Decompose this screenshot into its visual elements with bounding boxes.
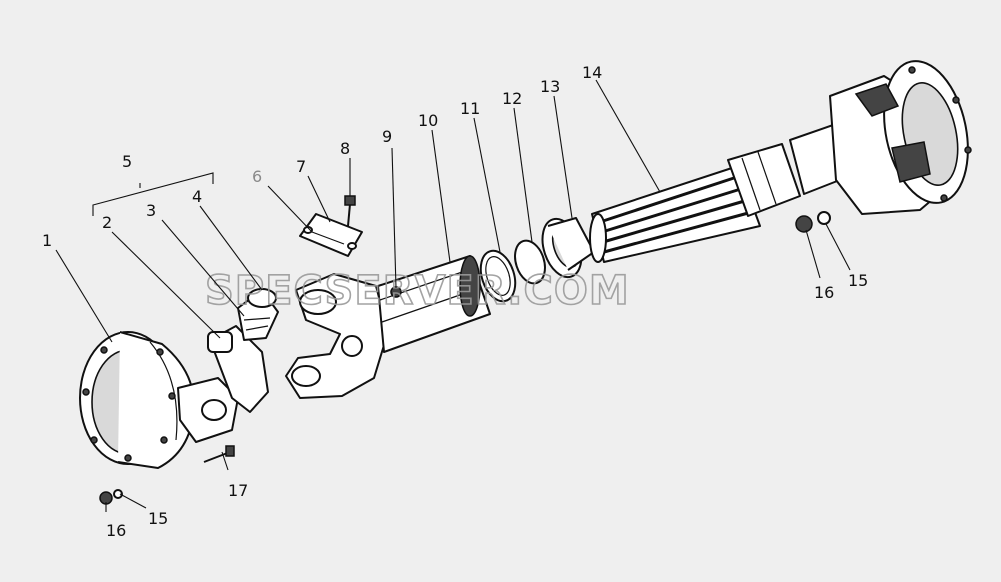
part-9-yoke — [285, 273, 389, 399]
part-right-yoke-flange — [829, 60, 972, 215]
callout-9: 9 — [382, 127, 392, 146]
watermark-text: SPECSERVER.COM — [205, 268, 630, 314]
callout-10: 10 — [418, 111, 438, 130]
callout-8: 8 — [340, 139, 350, 158]
part-16-15-left — [99, 489, 123, 505]
part-14-splined-shaft — [589, 123, 851, 263]
callout-4: 4 — [192, 187, 202, 206]
callout-7: 7 — [296, 157, 306, 176]
callout-1: 1 — [42, 231, 52, 250]
part-10-tube — [377, 255, 491, 353]
part-17-bolt — [203, 445, 235, 463]
callout-5: 5 — [122, 152, 132, 171]
callout-15-left: 15 — [148, 509, 168, 528]
part-16-15-right — [795, 211, 831, 233]
callout-12: 12 — [502, 89, 522, 108]
callout-16-left: 16 — [106, 521, 126, 540]
callout-labels: 1 2 3 4 5 6 7 8 9 10 11 12 13 14 15 16 1… — [42, 63, 868, 540]
leader-lines — [55, 79, 851, 512]
callout-3: 3 — [146, 201, 156, 220]
callout-17: 17 — [228, 481, 248, 500]
callout-16-right: 16 — [814, 283, 834, 302]
callout-6: 6 — [252, 167, 262, 186]
part-12-ring — [514, 239, 546, 285]
callout-13: 13 — [540, 77, 560, 96]
part-8-bolt — [344, 195, 356, 227]
part-6-7-plate — [299, 213, 363, 257]
callout-14: 14 — [582, 63, 602, 82]
part-11-ring — [479, 249, 517, 303]
part-cross-assembly — [177, 288, 279, 443]
part-1-flange — [79, 331, 196, 469]
part-13-gear-ring — [541, 217, 595, 279]
callout-15-right: 15 — [848, 271, 868, 290]
callout-11: 11 — [460, 99, 480, 118]
callout-2: 2 — [102, 213, 112, 232]
